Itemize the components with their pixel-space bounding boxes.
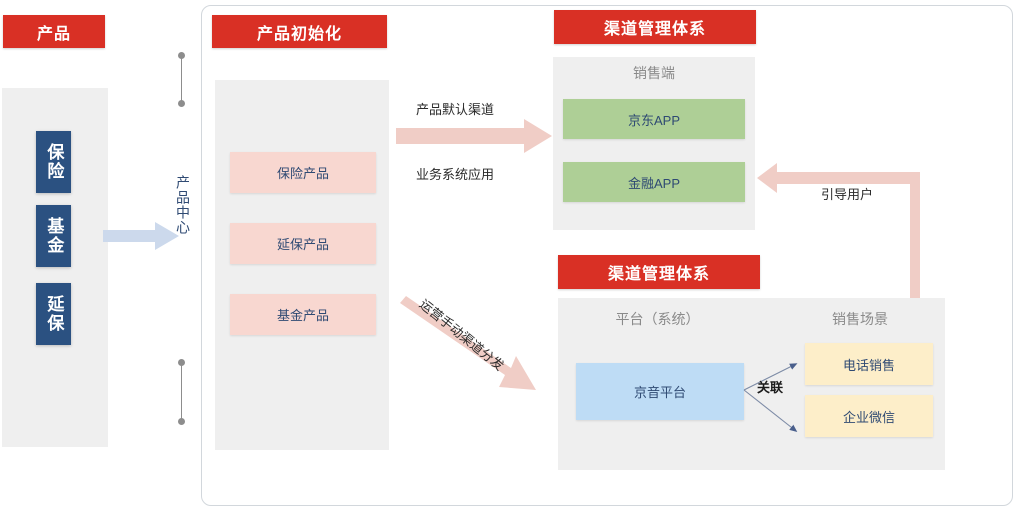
product-init-item-insurance-label: 保险产品 [276, 166, 329, 181]
product-center-label-text: 产品中心 [175, 175, 191, 235]
product-item-warranty[interactable]: 延保 [36, 283, 71, 345]
channel-item-finance-app[interactable]: 金融APP [563, 162, 745, 202]
arrow-guide-user [757, 163, 920, 304]
edge-label-business-system-text: 业务系统应用 [416, 167, 495, 182]
product-init-item-fund[interactable]: 基金产品 [230, 294, 376, 335]
product-center-label: 产品中心 [172, 175, 191, 235]
product-init-item-insurance[interactable]: 保险产品 [230, 152, 376, 193]
product-section-header-label: 产品 [36, 25, 71, 43]
product-init-header: 产品初始化 [212, 15, 387, 48]
edge-label-business-system: 业务系统应用 [416, 164, 494, 183]
edge-label-guide-user: 引导用户 [821, 184, 873, 203]
product-init-item-fund-label: 基金产品 [276, 308, 329, 323]
channel-item-jd-app-label: 京东APP [627, 112, 680, 128]
channel-system-bottom-header: 渠道管理体系 [558, 255, 760, 289]
product-init-header-label: 产品初始化 [256, 25, 342, 43]
sales-scene-group-label-text: 销售场景 [832, 311, 888, 327]
center-connector-bottom-dot-upper [178, 359, 185, 366]
edge-label-association: 关联 [757, 377, 783, 396]
product-item-fund-label: 基金 [44, 217, 64, 255]
platform-group-label: 平台（系统） [565, 309, 750, 329]
product-init-panel [215, 80, 389, 450]
product-init-item-warranty[interactable]: 延保产品 [230, 223, 376, 264]
platform-item-jingyin[interactable]: 京音平台 [576, 363, 744, 420]
center-connector-top-dot-upper [178, 52, 185, 59]
product-item-warranty-label: 延保 [44, 295, 64, 333]
sales-end-group-label: 销售端 [553, 63, 755, 83]
arrow-manual-distribute [400, 296, 536, 390]
edge-label-default-channel: 产品默认渠道 [416, 99, 494, 118]
center-connector-top-dot-lower [178, 100, 185, 107]
product-init-item-warranty-label: 延保产品 [276, 237, 329, 252]
scene-item-wecom[interactable]: 企业微信 [805, 395, 933, 437]
product-section-header: 产品 [3, 15, 105, 48]
platform-item-jingyin-label: 京音平台 [633, 385, 686, 400]
channel-system-bottom-header-label: 渠道管理体系 [607, 266, 710, 283]
scene-item-wecom-label: 企业微信 [842, 409, 895, 425]
center-connector-bottom-line [180, 365, 182, 419]
product-item-insurance-label: 保险 [44, 143, 64, 181]
channel-system-top-header-label: 渠道管理体系 [603, 21, 706, 38]
sales-scene-group-label: 销售场景 [780, 309, 940, 329]
edge-label-default-channel-text: 产品默认渠道 [416, 102, 495, 117]
platform-group-label-text: 平台（系统） [615, 311, 700, 327]
edge-label-guide-user-text: 引导用户 [821, 187, 874, 202]
channel-item-jd-app[interactable]: 京东APP [563, 99, 745, 139]
center-connector-top-line [180, 58, 182, 102]
center-connector-bottom-dot-lower [178, 418, 185, 425]
product-item-fund[interactable]: 基金 [36, 205, 71, 267]
arrow-product-to-center [103, 222, 179, 250]
edge-label-association-text: 关联 [757, 380, 784, 395]
channel-system-top-header: 渠道管理体系 [554, 10, 756, 44]
sales-end-group-label-text: 销售端 [633, 65, 675, 81]
channel-item-finance-app-label: 金融APP [627, 175, 680, 191]
arrow-default-channel [396, 119, 552, 153]
product-item-insurance[interactable]: 保险 [36, 131, 71, 193]
arrows-platform-to-scenes [743, 363, 798, 433]
scene-item-telesales-label: 电话销售 [842, 357, 895, 373]
scene-item-telesales[interactable]: 电话销售 [805, 343, 933, 385]
